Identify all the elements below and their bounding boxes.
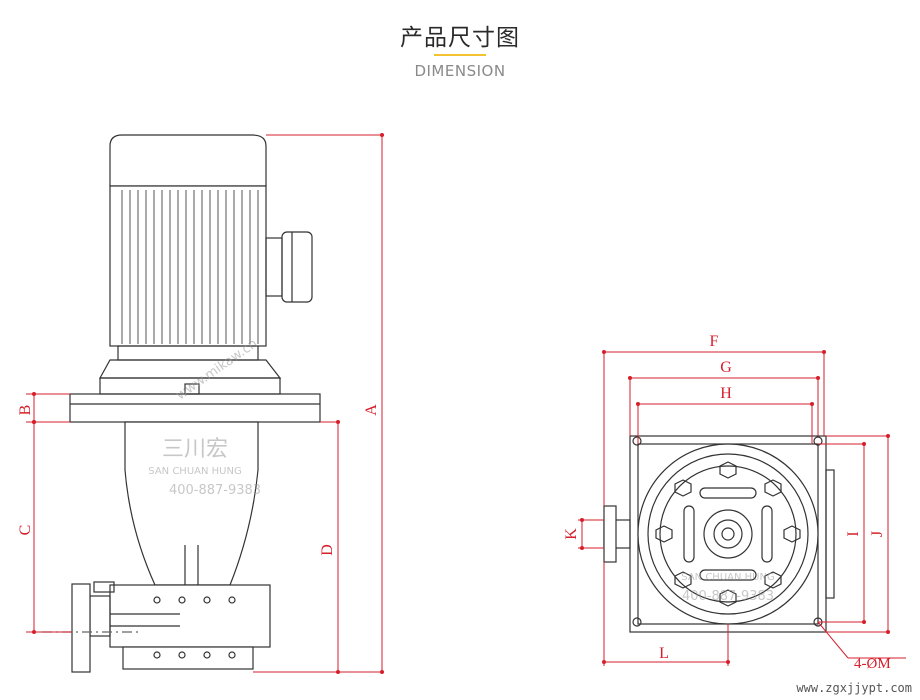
watermark-brand: 三川宏 [162, 437, 228, 462]
page-title: 产品尺寸图 [400, 25, 520, 51]
dim-label-j: J [869, 531, 886, 537]
page-subtitle: DIMENSION [414, 62, 506, 80]
top-view-pump [603, 435, 835, 633]
dim-label-l: L [659, 645, 669, 662]
dim-label-f: F [710, 333, 719, 350]
dim-label-a: A [363, 404, 380, 416]
watermark-top: SAN CHUAN HUNG 400-887-9383 [681, 572, 774, 604]
watermark-brand-en: SAN CHUAN HUNG [148, 466, 241, 477]
dim-label-h: H [720, 385, 732, 402]
dim-label-k: K [563, 528, 580, 540]
side-view-dimensions [26, 133, 384, 674]
watermark-phone: 400-887-9383 [169, 483, 261, 498]
hole-note: 4-ØM [854, 656, 891, 672]
watermark-brand-en-top: SAN CHUAN HUNG [681, 572, 774, 583]
dim-label-d: D [319, 544, 336, 556]
side-view-pump [42, 134, 321, 673]
dim-label-b: B [17, 405, 34, 416]
dim-label-c: C [17, 525, 34, 536]
dim-label-i: I [845, 531, 862, 536]
watermark-phone-top: 400-887-9383 [682, 589, 774, 604]
title-underline [434, 54, 486, 56]
top-view-dimensions [578, 350, 906, 666]
footer-site: www.zgxjjypt.com [796, 681, 912, 695]
dim-label-g: G [720, 359, 732, 376]
